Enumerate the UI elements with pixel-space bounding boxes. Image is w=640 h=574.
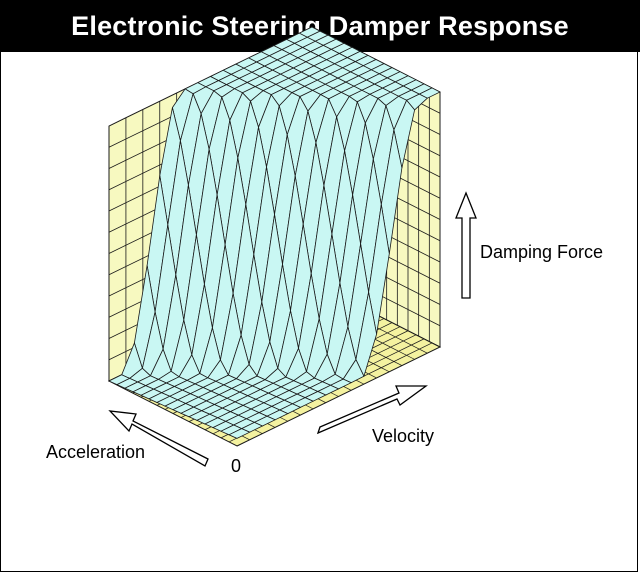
surface-cell bbox=[228, 428, 251, 439]
origin-label: 0 bbox=[231, 456, 241, 476]
acceleration-arrow-icon bbox=[108, 410, 209, 467]
velocity-arrow-icon bbox=[316, 385, 428, 435]
acceleration-label: Acceleration bbox=[46, 442, 145, 462]
damping-force-label: Damping Force bbox=[480, 242, 603, 262]
damping-force-arrow-icon bbox=[455, 191, 477, 299]
velocity-label: Velocity bbox=[372, 426, 434, 446]
surface-mesh bbox=[108, 26, 441, 439]
